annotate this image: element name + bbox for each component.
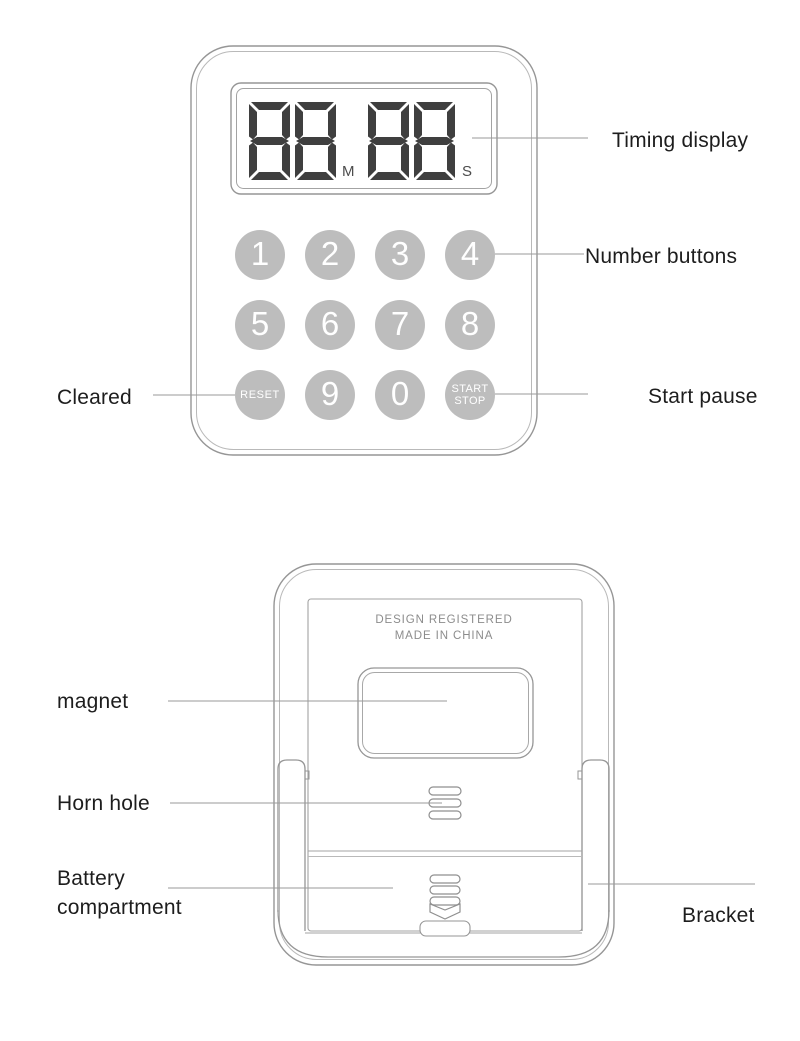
annotation-timing-display: Timing display <box>612 129 749 152</box>
magnet-outline <box>357 667 534 759</box>
back-stamp-line2: MADE IN CHINA <box>394 630 494 642</box>
battery-slide-indicator <box>429 874 461 920</box>
annotation-number-buttons: Number buttons <box>585 245 738 268</box>
keypad-button-5[interactable]: 5 <box>235 300 285 350</box>
bracket-right-arm <box>581 759 610 931</box>
bracket-left-arm <box>277 759 306 931</box>
keypad-button-8[interactable]: 8 <box>445 300 495 350</box>
keypad-button-4[interactable]: 4 <box>445 230 495 280</box>
reset-button[interactable]: RESET <box>235 370 285 420</box>
bracket-right-notch <box>577 770 583 780</box>
start-stop-button-line1: START <box>451 382 489 395</box>
keypad-button-6[interactable]: 6 <box>305 300 355 350</box>
start-stop-button[interactable]: START STOP <box>445 370 495 420</box>
display-digit-seconds-tens <box>368 102 409 180</box>
display-digit-minutes-ones <box>295 102 336 180</box>
keypad-button-3[interactable]: 3 <box>375 230 425 280</box>
keypad-button-0[interactable]: 0 <box>375 370 425 420</box>
annotation-battery-compartment: Battery compartment <box>57 864 182 922</box>
keypad-button-2[interactable]: 2 <box>305 230 355 280</box>
annotation-magnet: magnet <box>57 690 129 713</box>
keypad-button-7[interactable]: 7 <box>375 300 425 350</box>
battery-slide-bar <box>429 885 461 895</box>
annotation-battery-line1: Battery <box>57 867 125 890</box>
battery-slide-bar <box>429 874 461 884</box>
front-body-inner-outline <box>196 51 532 450</box>
horn-hole-slot <box>428 786 462 796</box>
keypad-button-1[interactable]: 1 <box>235 230 285 280</box>
horn-hole-slot <box>428 810 462 820</box>
start-stop-button-line2: STOP <box>454 395 486 407</box>
annotation-start-pause: Start pause <box>648 385 758 408</box>
annotation-battery-line2: compartment <box>57 896 182 919</box>
annotation-cleared: Cleared <box>57 386 132 409</box>
bracket-bottom-outer-edge <box>277 909 610 958</box>
battery-slide-bar <box>429 896 461 906</box>
back-panel-outline <box>307 598 583 932</box>
annotation-bracket: Bracket <box>682 904 755 927</box>
bracket-left-notch <box>304 770 310 780</box>
magnet-inner-outline <box>362 672 529 754</box>
back-body-outline <box>273 563 615 966</box>
keypad-button-9[interactable]: 9 <box>305 370 355 420</box>
battery-slide-arrow <box>429 903 461 920</box>
front-body-outline <box>190 45 538 456</box>
display-minutes-unit: M <box>342 163 355 180</box>
back-stamp: DESIGN REGISTERED MADE IN CHINA <box>274 612 614 644</box>
annotation-horn-hole: Horn hole <box>57 792 150 815</box>
display-digit-seconds-ones <box>414 102 455 180</box>
battery-latch-tab[interactable] <box>419 920 471 937</box>
back-stamp-line1: DESIGN REGISTERED <box>375 614 513 626</box>
display-seconds-unit: S <box>462 163 473 180</box>
display-digit-minutes-tens <box>249 102 290 180</box>
